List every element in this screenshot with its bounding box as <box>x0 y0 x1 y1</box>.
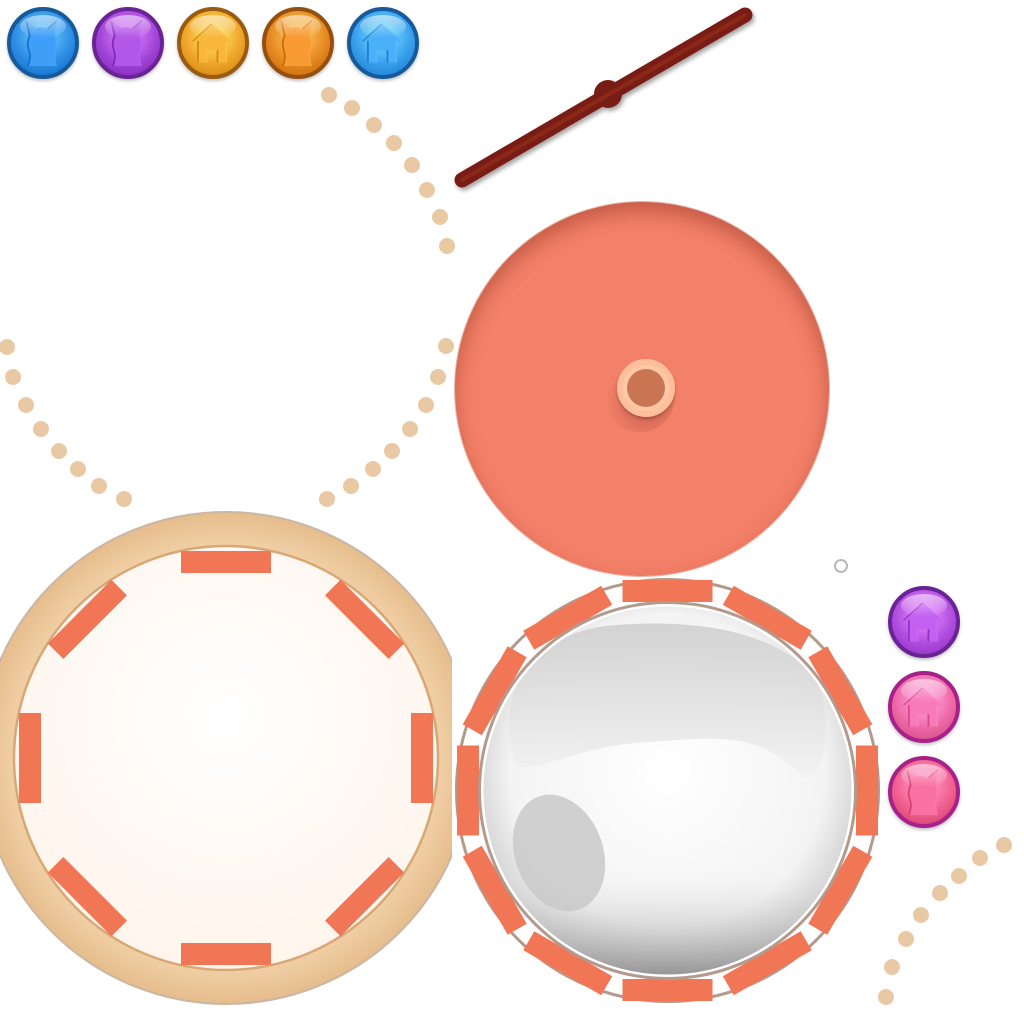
path-dot <box>404 157 420 173</box>
band-segment <box>722 585 812 650</box>
path-dot <box>439 238 455 254</box>
path-dot <box>366 117 382 133</box>
path-dot <box>996 837 1012 853</box>
band-segment <box>457 745 479 836</box>
salmon-plate-sprite <box>455 202 829 576</box>
band-segment <box>622 979 713 1001</box>
path-dot <box>898 931 914 947</box>
path-dot <box>430 369 446 385</box>
plate-segment <box>47 856 128 937</box>
paper-plate-segments <box>19 551 433 965</box>
band-segment <box>462 845 527 935</box>
path-dot <box>365 461 381 477</box>
mirror-plate-segments <box>457 580 878 1001</box>
band-segment <box>523 585 613 650</box>
plate-segment <box>324 579 405 660</box>
path-dot <box>432 209 448 225</box>
band-segment <box>523 931 613 996</box>
blue-cat-gem-button[interactable] <box>7 7 79 79</box>
path-dot <box>33 421 49 437</box>
path-dot <box>116 491 132 507</box>
path-dot <box>402 421 418 437</box>
path-dot <box>951 868 967 884</box>
center-spindle <box>617 359 675 417</box>
plate-segment <box>181 551 271 573</box>
path-dot <box>884 959 900 975</box>
purple-house-gem-button[interactable] <box>888 586 960 658</box>
path-dot <box>419 182 435 198</box>
band-segment <box>808 845 873 935</box>
plate-segment <box>324 856 405 937</box>
path-dot <box>972 850 988 866</box>
band-segment <box>856 745 878 836</box>
plate-segment <box>19 713 41 803</box>
band-segment <box>462 646 527 736</box>
small-ring-sprite <box>834 559 848 573</box>
path-dot <box>0 339 15 355</box>
band-segment <box>622 580 713 602</box>
path-dot <box>51 443 67 459</box>
path-dot <box>343 478 359 494</box>
path-dot <box>319 491 335 507</box>
path-dot <box>384 443 400 459</box>
path-dot <box>878 989 894 1005</box>
band-segment <box>722 931 812 996</box>
path-dot <box>418 397 434 413</box>
gold-house-gem-button[interactable] <box>177 7 249 79</box>
path-dot <box>438 338 454 354</box>
path-dot <box>91 478 107 494</box>
mirror-plate-sprite <box>455 578 880 1003</box>
path-dot <box>70 461 86 477</box>
plate-segment <box>181 943 271 965</box>
path-dot <box>321 87 337 103</box>
plate-segment <box>411 713 433 803</box>
band-segment <box>808 646 873 736</box>
stick-hand-sprite <box>454 7 753 188</box>
path-dot <box>913 907 929 923</box>
paper-plate-sprite <box>0 511 452 1005</box>
path-dot <box>386 135 402 151</box>
path-dot <box>344 100 360 116</box>
plate-segment <box>47 579 128 660</box>
path-dot <box>5 369 21 385</box>
path-dot <box>18 397 34 413</box>
blue-house-gem-button[interactable] <box>347 7 419 79</box>
path-dot <box>932 885 948 901</box>
